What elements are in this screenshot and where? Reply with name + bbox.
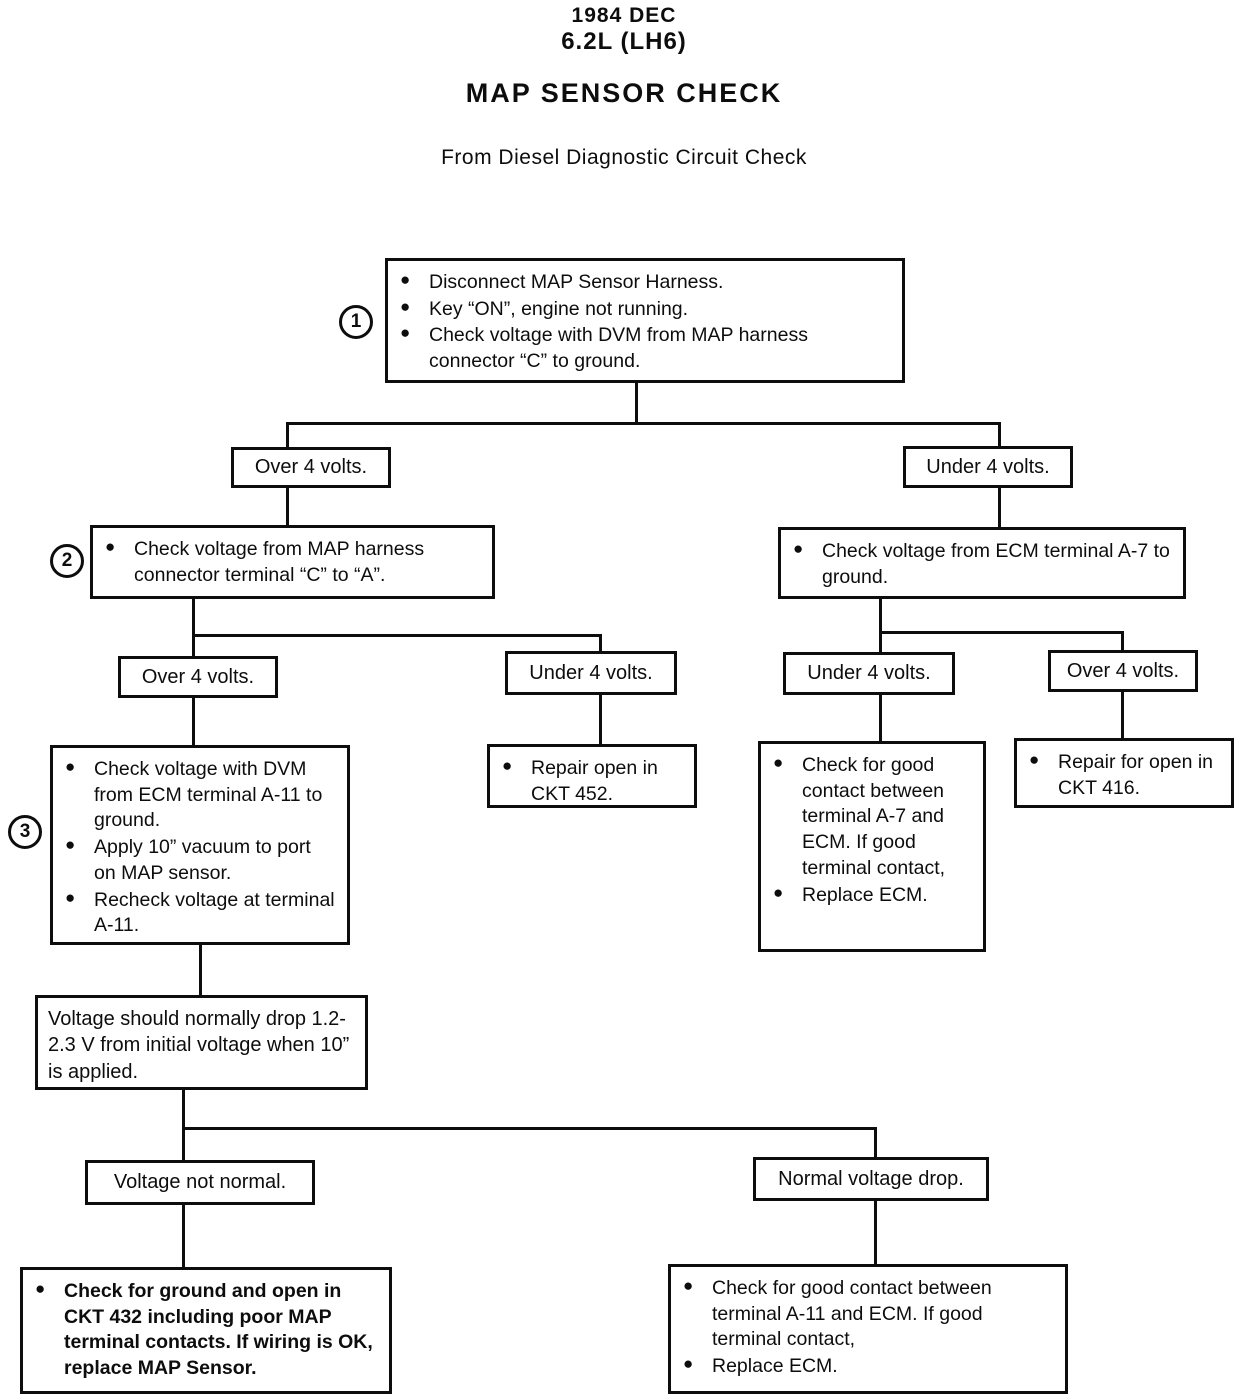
connector-to-under4-row1	[998, 422, 1001, 447]
step2-box: Check voltage from MAP harness connector…	[90, 525, 495, 599]
connector-note-down	[182, 1089, 185, 1161]
decision-normal-voltage-drop: Normal voltage drop.	[753, 1157, 989, 1201]
step2-number-circle: 2	[50, 544, 84, 578]
connector-over4row2-ckt416	[1121, 692, 1124, 738]
decision-over4-row2-left: Over 4 volts.	[118, 656, 278, 698]
connector-to-over4-row2-right	[1121, 631, 1124, 651]
voltage-drop-note-box: Voltage should normally drop 1.2-2.3 V f…	[35, 995, 368, 1090]
connector-to-over4-row1	[286, 422, 289, 448]
connector-branch2-horizontal	[192, 634, 602, 637]
connector-step2-down	[192, 598, 195, 656]
decision-over4-row1: Over 4 volts.	[231, 447, 391, 488]
connector-step1-down	[635, 382, 638, 425]
connector-ecma7-down	[879, 598, 882, 653]
ecm-a7-check-box: Check voltage from ECM terminal A-7 to g…	[778, 527, 1186, 599]
a11-contact-box: Check for good contact between terminal …	[668, 1264, 1068, 1394]
step3-bullet-2: Apply 10” vacuum to port on MAP sensor.	[61, 834, 337, 886]
step1-bullet-3: Check voltage with DVM from MAP harness …	[396, 322, 892, 374]
connector-under4row2-a7contact	[879, 695, 882, 741]
header-date: 1984 DEC	[571, 4, 677, 27]
connector-notnormal-ckt432	[182, 1204, 185, 1268]
step3-bullet-1: Check voltage with DVM from ECM terminal…	[61, 756, 337, 834]
header-subtitle: From Diesel Diagnostic Circuit Check	[441, 146, 807, 169]
connector-under4row2-ckt452	[599, 695, 602, 744]
decision-voltage-not-normal: Voltage not normal.	[85, 1160, 315, 1205]
ckt432-fix-box: Check for ground and open in CKT 432 inc…	[20, 1267, 392, 1394]
connector-over4row2-step3	[192, 697, 195, 746]
page-title: MAP SENSOR CHECK	[465, 78, 783, 108]
connector-under4row1-ecma7	[998, 487, 1001, 528]
step3-box: Check voltage with DVM from ECM terminal…	[50, 745, 350, 945]
connector-normaldrop-a11contact	[874, 1200, 877, 1265]
a11-contact-bullet-2: Replace ECM.	[679, 1353, 1055, 1380]
a7-contact-bullet-1: Check for good contact between terminal …	[769, 752, 973, 882]
step3-bullet-3: Recheck voltage at terminal A-11.	[61, 887, 337, 939]
connector-step3-note	[199, 944, 202, 996]
a7-contact-box: Check for good contact between terminal …	[758, 741, 986, 952]
repair-ckt416-bullet: Repair for open in CKT 416.	[1025, 749, 1221, 801]
connector-to-normaldrop	[874, 1127, 877, 1158]
repair-ckt416-box: Repair for open in CKT 416.	[1014, 738, 1234, 808]
a7-contact-bullet-2: Replace ECM.	[769, 882, 973, 909]
decision-under4-row2-left: Under 4 volts.	[505, 651, 677, 695]
step1-box: Disconnect MAP Sensor Harness. Key “ON”,…	[385, 258, 905, 383]
connector-to-under4-row2-left	[599, 634, 602, 652]
step3-number-circle: 3	[8, 815, 42, 849]
connector-branch4-horizontal	[182, 1127, 877, 1130]
step1-bullet-1: Disconnect MAP Sensor Harness.	[396, 269, 892, 296]
header-engine: 6.2L (LH6)	[561, 28, 687, 55]
ecm-a7-bullet-1: Check voltage from ECM terminal A-7 to g…	[789, 538, 1173, 590]
step1-bullet-2: Key “ON”, engine not running.	[396, 296, 892, 323]
ckt432-fix-bullet: Check for ground and open in CKT 432 inc…	[31, 1278, 379, 1382]
connector-branch3-horizontal	[879, 631, 1124, 634]
step2-bullet-1: Check voltage from MAP harness connector…	[101, 536, 482, 588]
repair-ckt452-bullet: Repair open in CKT 452.	[498, 755, 684, 807]
decision-under4-row2-right: Under 4 volts.	[783, 652, 955, 695]
decision-under4-row1: Under 4 volts.	[903, 446, 1073, 488]
step1-number-circle: 1	[339, 305, 373, 339]
connector-over4row1-step2	[286, 487, 289, 526]
decision-over4-row2-right: Over 4 volts.	[1048, 650, 1198, 692]
a11-contact-bullet-1: Check for good contact between terminal …	[679, 1275, 1055, 1353]
repair-ckt452-box: Repair open in CKT 452.	[487, 744, 697, 808]
connector-branch1-horizontal	[286, 422, 1001, 425]
